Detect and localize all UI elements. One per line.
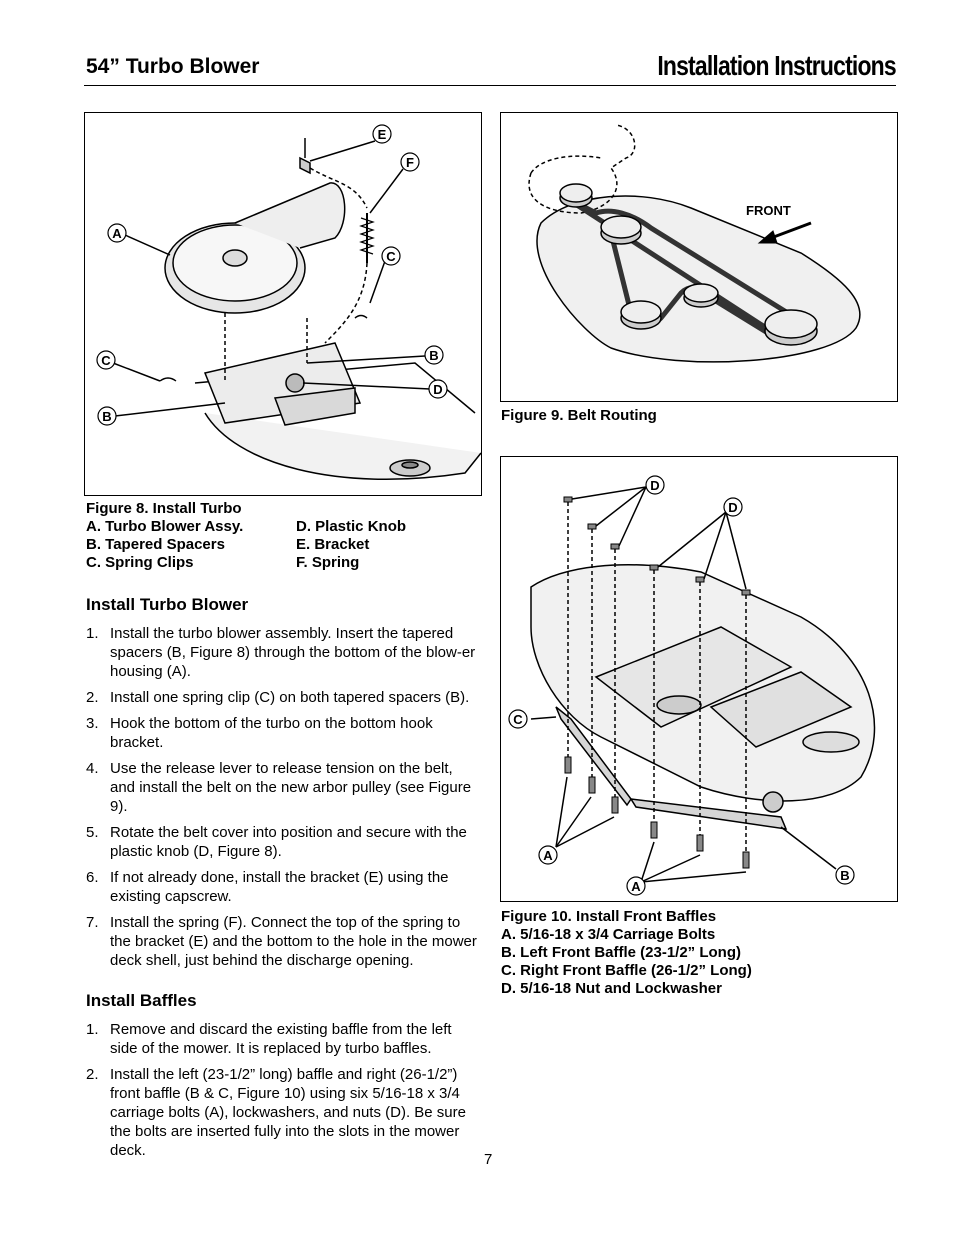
callout-c: C xyxy=(513,712,523,727)
callout-b-left: B xyxy=(102,409,111,424)
callout-c-lower: C xyxy=(101,353,111,368)
list-item: 3.Hook the bottom of the turbo on the bo… xyxy=(86,715,433,751)
legend-item: E. Bracket xyxy=(296,536,370,553)
callout-c-upper: C xyxy=(386,249,396,264)
document-subject-title: 54” Turbo Blower xyxy=(86,55,260,78)
callout-a-right: A xyxy=(631,879,641,894)
callout-b-right: B xyxy=(429,348,438,363)
list-item: 1.Remove and discard the existing baffle… xyxy=(86,1021,452,1057)
callout-e: E xyxy=(378,127,387,142)
list-item: 6.If not already done, install the brack… xyxy=(86,869,449,905)
front-baffles-illustration: D D C A A B xyxy=(508,475,876,896)
front-label: FRONT xyxy=(746,203,791,218)
figure-10-title: Figure 10. Install Front Baffles xyxy=(501,908,717,925)
legend-item: A. Turbo Blower Assy. xyxy=(86,518,244,535)
callout-d-left: D xyxy=(650,478,659,493)
list-item: 5.Rotate the belt cover into position an… xyxy=(86,824,467,860)
list-item: 4.Use the release lever to release tensi… xyxy=(86,760,472,815)
callout-a: A xyxy=(112,226,122,241)
legend-item: F. Spring xyxy=(296,554,360,571)
figure-9-belt-routing: FRONT xyxy=(500,112,898,402)
list-item: 2.Install one spring clip (C) on both ta… xyxy=(86,689,470,706)
figure-10-install-front-baffles: D D C A A B xyxy=(500,456,898,902)
figure-8-caption: Figure 8. Install Turbo A. Turbo Blower … xyxy=(86,500,496,572)
figure-8-install-turbo: E F A C C B D B xyxy=(84,112,482,496)
figure-8-title: Figure 8. Install Turbo xyxy=(86,500,242,517)
callout-b: B xyxy=(840,868,849,883)
list-item: 7.Install the spring (F). Connect the to… xyxy=(86,914,477,969)
list-item: 2.Install the left (23-1/2” long) baffle… xyxy=(86,1066,466,1159)
legend-item: D. 5/16-18 Nut and Lockwasher xyxy=(501,980,722,997)
legend-item: A. 5/16-18 x 3/4 Carriage Bolts xyxy=(501,926,716,943)
legend-item: D. Plastic Knob xyxy=(296,518,407,535)
legend-item: B. Left Front Baffle (23-1/2” Long) xyxy=(501,944,741,961)
header-divider xyxy=(84,85,896,86)
figure-10-caption: Figure 10. Install Front Baffles A. 5/16… xyxy=(501,908,752,998)
legend-item: C. Right Front Baffle (26-1/2” Long) xyxy=(501,962,752,979)
install-turbo-heading: Install Turbo Blower xyxy=(86,595,249,614)
install-baffles-steps: 1.Remove and discard the existing baffle… xyxy=(86,1020,481,1167)
install-baffles-heading: Install Baffles xyxy=(86,991,197,1010)
callout-a-left: A xyxy=(543,848,553,863)
page-number: 7 xyxy=(484,1151,493,1168)
callout-d-right: D xyxy=(728,500,737,515)
install-turbo-steps: 1.Install the turbo blower assembly. Ins… xyxy=(86,624,481,977)
section-heading: Installation Instructions xyxy=(657,50,897,81)
legend-item: B. Tapered Spacers xyxy=(86,536,225,553)
callout-d: D xyxy=(433,382,442,397)
belt-routing-illustration: FRONT xyxy=(528,124,861,363)
figure-9-caption: Figure 9. Belt Routing xyxy=(501,407,657,424)
list-item: 1.Install the turbo blower assembly. Ins… xyxy=(86,625,476,680)
legend-item: C. Spring Clips xyxy=(86,554,194,571)
callout-f: F xyxy=(406,155,414,170)
turbo-blower-illustration: E F A C C B D B xyxy=(96,124,481,481)
